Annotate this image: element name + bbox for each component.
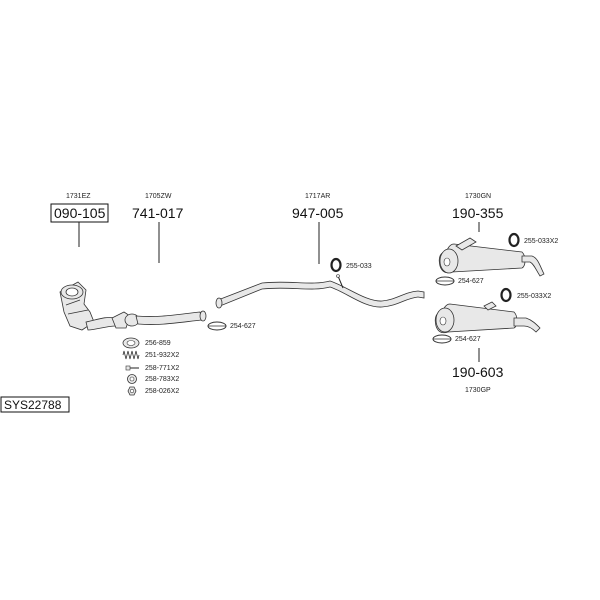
upper-clamp-icon [435,276,455,286]
front-clamp-label[interactable]: 254-627 [230,323,256,330]
front-clamp-icon [207,321,227,331]
front-pipe-part[interactable] [111,310,207,329]
lower-mount-label[interactable]: 255-033X2 [517,293,551,300]
kit-spring-label[interactable]: 251-932X2 [145,352,179,359]
middle-pipe-part[interactable] [215,274,425,309]
kit-nut-label[interactable]: 258-026X2 [145,388,179,395]
nut-icon [127,386,137,396]
washer-icon [127,374,137,384]
lower-clamp-label[interactable]: 254-627 [455,336,481,343]
spring-icon [122,350,140,360]
gasket-icon [122,337,140,349]
kit-washer-label[interactable]: 258-783X2 [145,376,179,383]
front-pipe-ref: 1705ZW [145,193,172,200]
upper-silencer-part-number[interactable]: 190-355 [452,205,504,221]
middle-rubber-mount-icon [330,257,342,273]
lower-mount-icon [500,287,512,303]
upper-mount-label[interactable]: 255-033X2 [524,238,558,245]
kit-bolt-label[interactable]: 258-771X2 [145,365,179,372]
catalyst-part-number[interactable]: 090-105 [54,205,106,221]
bolt-icon [125,365,139,371]
lower-silencer-part[interactable] [434,301,541,334]
system-code-box [0,396,70,413]
catalyst-ref: 1731EZ [66,193,91,200]
upper-silencer-ref: 1730GN [465,193,491,200]
lower-silencer-part-number[interactable]: 190-603 [452,364,504,380]
system-code: SYS22788 [4,398,62,412]
front-pipe-part-number[interactable]: 741-017 [132,205,184,221]
lower-clamp-icon [432,334,452,344]
middle-mount-label[interactable]: 255-033 [346,263,372,270]
catalyst-part[interactable] [59,281,117,331]
kit-gasket-label[interactable]: 256-859 [145,340,171,347]
middle-pipe-part-number[interactable]: 947-005 [292,205,344,221]
upper-mount-icon [508,232,520,248]
upper-clamp-label[interactable]: 254-627 [458,278,484,285]
lower-silencer-ref: 1730GP [465,387,491,394]
upper-silencer-part[interactable] [438,237,545,277]
middle-pipe-ref: 1717AR [305,193,330,200]
